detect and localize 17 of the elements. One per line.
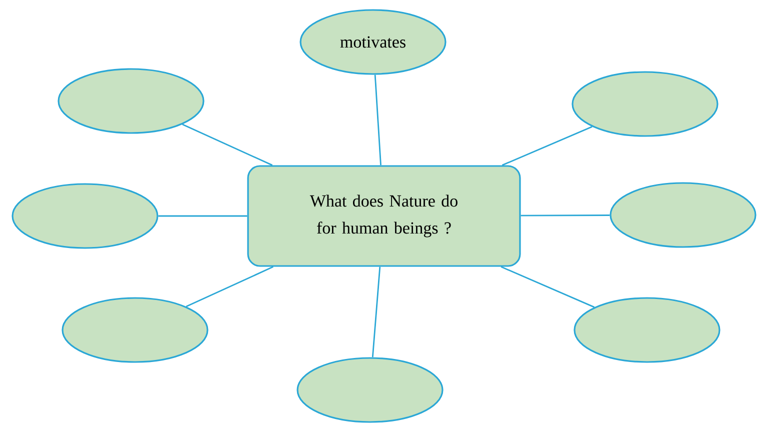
connector-line bbox=[502, 126, 592, 166]
oval bbox=[574, 297, 720, 363]
oval bbox=[572, 71, 718, 137]
connector-line bbox=[520, 214, 610, 216]
connector-line bbox=[186, 266, 274, 308]
oval bbox=[610, 182, 756, 248]
oval bbox=[296, 357, 444, 423]
oval bbox=[12, 183, 158, 249]
connector-line bbox=[182, 124, 273, 166]
connector-line bbox=[500, 266, 595, 308]
oval bbox=[58, 68, 204, 134]
question-box: What does Nature do for human beings ? bbox=[247, 165, 521, 267]
connector-line bbox=[158, 215, 248, 217]
connector-line bbox=[372, 266, 381, 358]
oval: motivates bbox=[300, 9, 446, 75]
connector-line bbox=[374, 74, 382, 166]
oval bbox=[62, 297, 208, 363]
